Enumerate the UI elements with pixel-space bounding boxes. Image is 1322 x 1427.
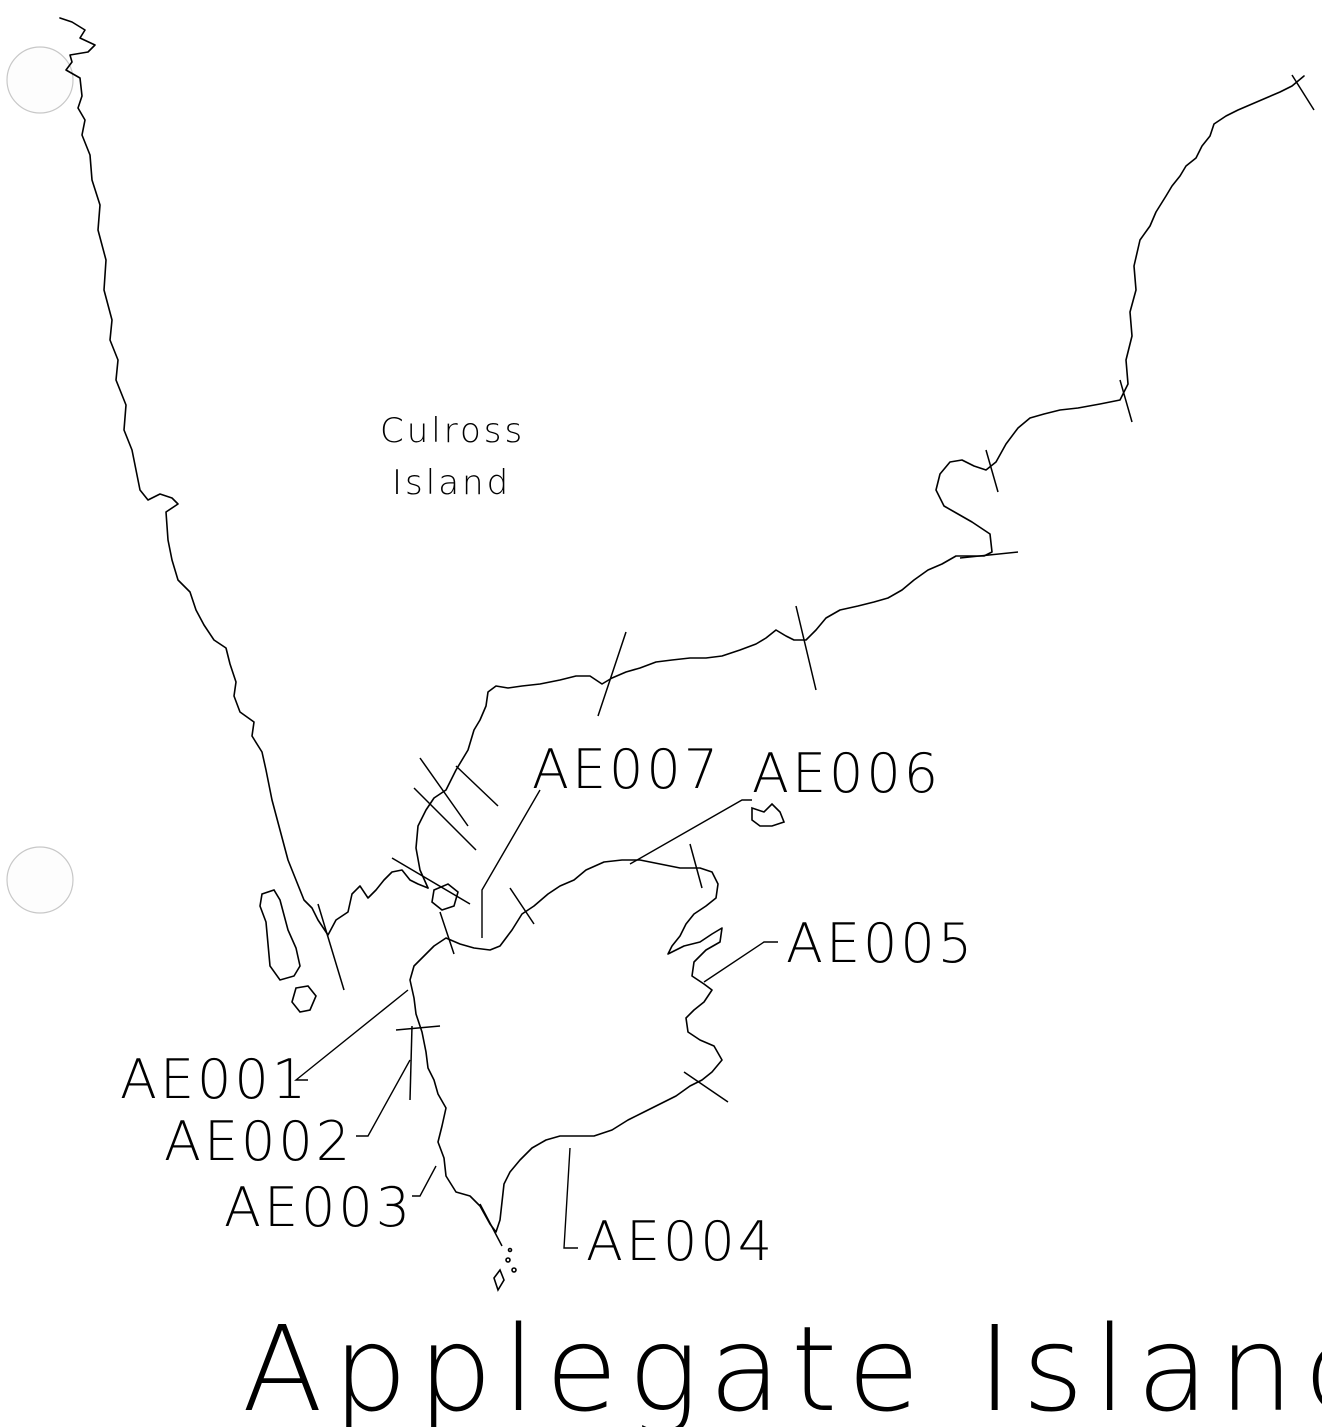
segment-label-ae006: AE006 — [752, 742, 941, 805]
applegate-island-coastline — [409, 859, 723, 1233]
label-leader-lines — [294, 789, 778, 1249]
culross-east-coastline — [415, 75, 1305, 889]
punch-hole-top — [6, 46, 74, 114]
segment-label-ae007: AE007 — [532, 738, 721, 801]
segment-label-ae005: AE005 — [786, 912, 975, 975]
islet-small-west — [291, 985, 317, 1013]
culross-west-coastline — [59, 17, 429, 936]
segment-label-ae002: AE002 — [164, 1110, 353, 1173]
islet-channel — [431, 883, 459, 911]
segment-boundary-ticks — [317, 74, 1315, 1247]
place-label-culross-line1: Culross — [380, 411, 525, 451]
islet-large-west — [259, 889, 301, 981]
islet-south-2 — [505, 1257, 511, 1263]
punch-hole-middle — [6, 846, 74, 914]
islet-ae006 — [751, 802, 786, 827]
islet-south-1 — [493, 1268, 505, 1292]
islet-south-3 — [511, 1267, 517, 1273]
segment-label-ae004: AE004 — [586, 1210, 775, 1273]
islet-south-4 — [507, 1247, 513, 1253]
place-label-applegate: Applegate Island — [242, 1300, 1322, 1427]
segment-label-ae003: AE003 — [224, 1176, 413, 1239]
segment-label-ae001: AE001 — [120, 1048, 309, 1111]
place-label-culross-line2: Island — [392, 463, 511, 503]
